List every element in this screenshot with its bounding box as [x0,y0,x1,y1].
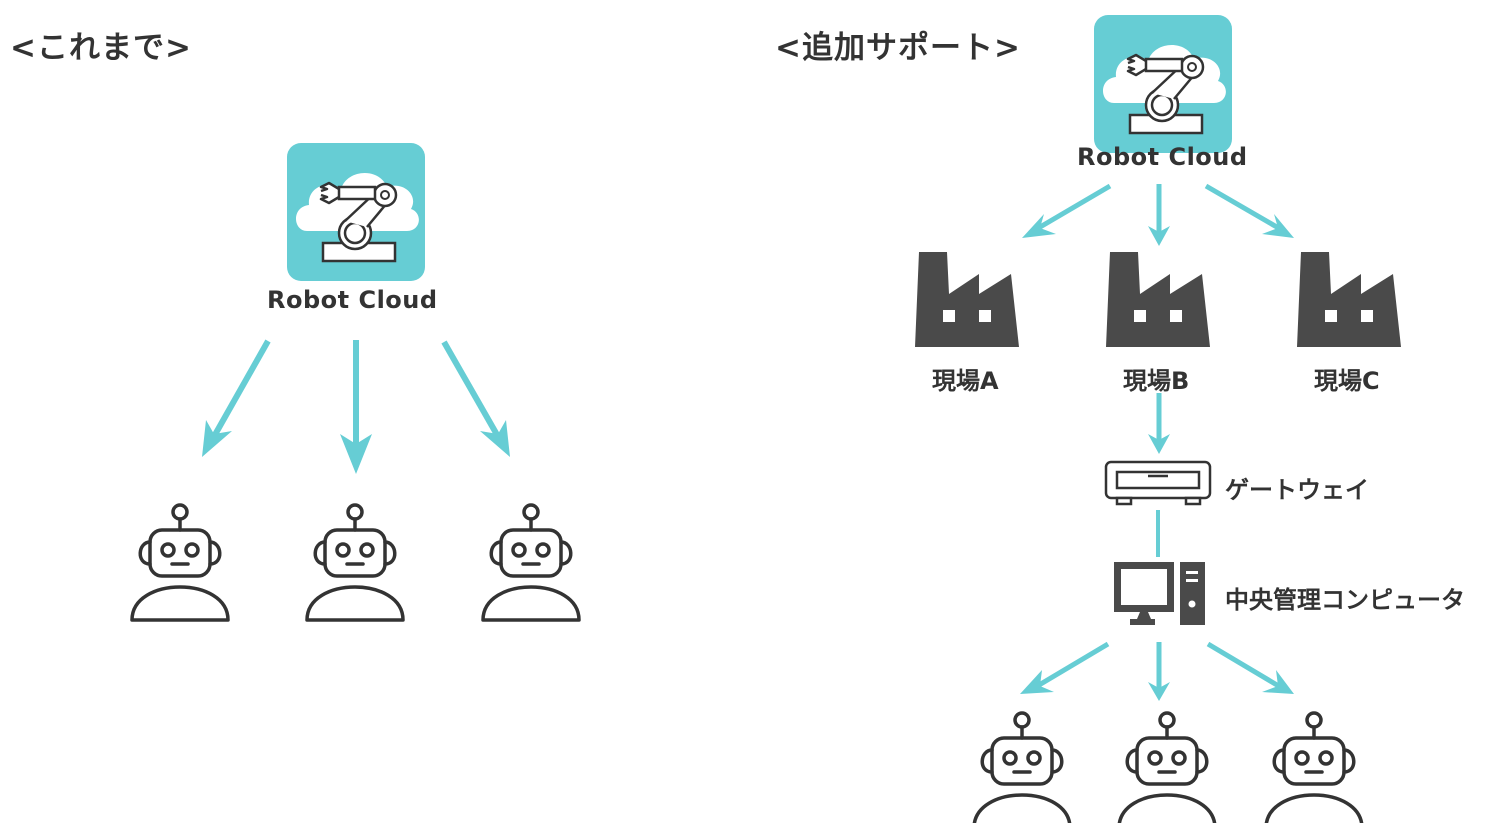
arrows-computer-to-robots [1020,641,1294,701]
arrow-site-to-gateway [1148,393,1170,454]
computer-label: 中央管理コンピュータ [1225,586,1465,614]
factory-icon [1106,252,1210,347]
robot-icon [130,503,230,622]
site-label-b: 現場B [1123,367,1190,395]
arrows-cloud-to-robots [202,339,510,474]
site-label-a: 現場A [932,367,999,395]
robot-icon [1264,711,1364,823]
arrow-left [202,339,271,457]
site-label-c: 現場C [1314,367,1380,395]
gateway-label: ゲートウェイ [1225,476,1369,504]
gateway-icon [1104,460,1212,506]
robot-icon [1117,711,1217,823]
factory-icon [1297,252,1401,347]
heading-before: <これまで> [10,30,192,66]
robot-icon [305,503,405,622]
arrows-cloud-to-sites [1022,183,1294,246]
cloud-label-after: Robot Cloud [1077,143,1248,171]
factory-icon [915,252,1019,347]
arrow-right [441,340,510,457]
robot-cloud-icon [1092,13,1234,155]
arrow-center [340,340,372,474]
computer-icon [1114,562,1205,625]
robot-icon [972,711,1072,823]
robot-cloud-icon [285,141,427,283]
cloud-label-before: Robot Cloud [267,286,438,314]
robot-icon [481,503,581,622]
heading-after: <追加サポート> [775,30,1021,66]
